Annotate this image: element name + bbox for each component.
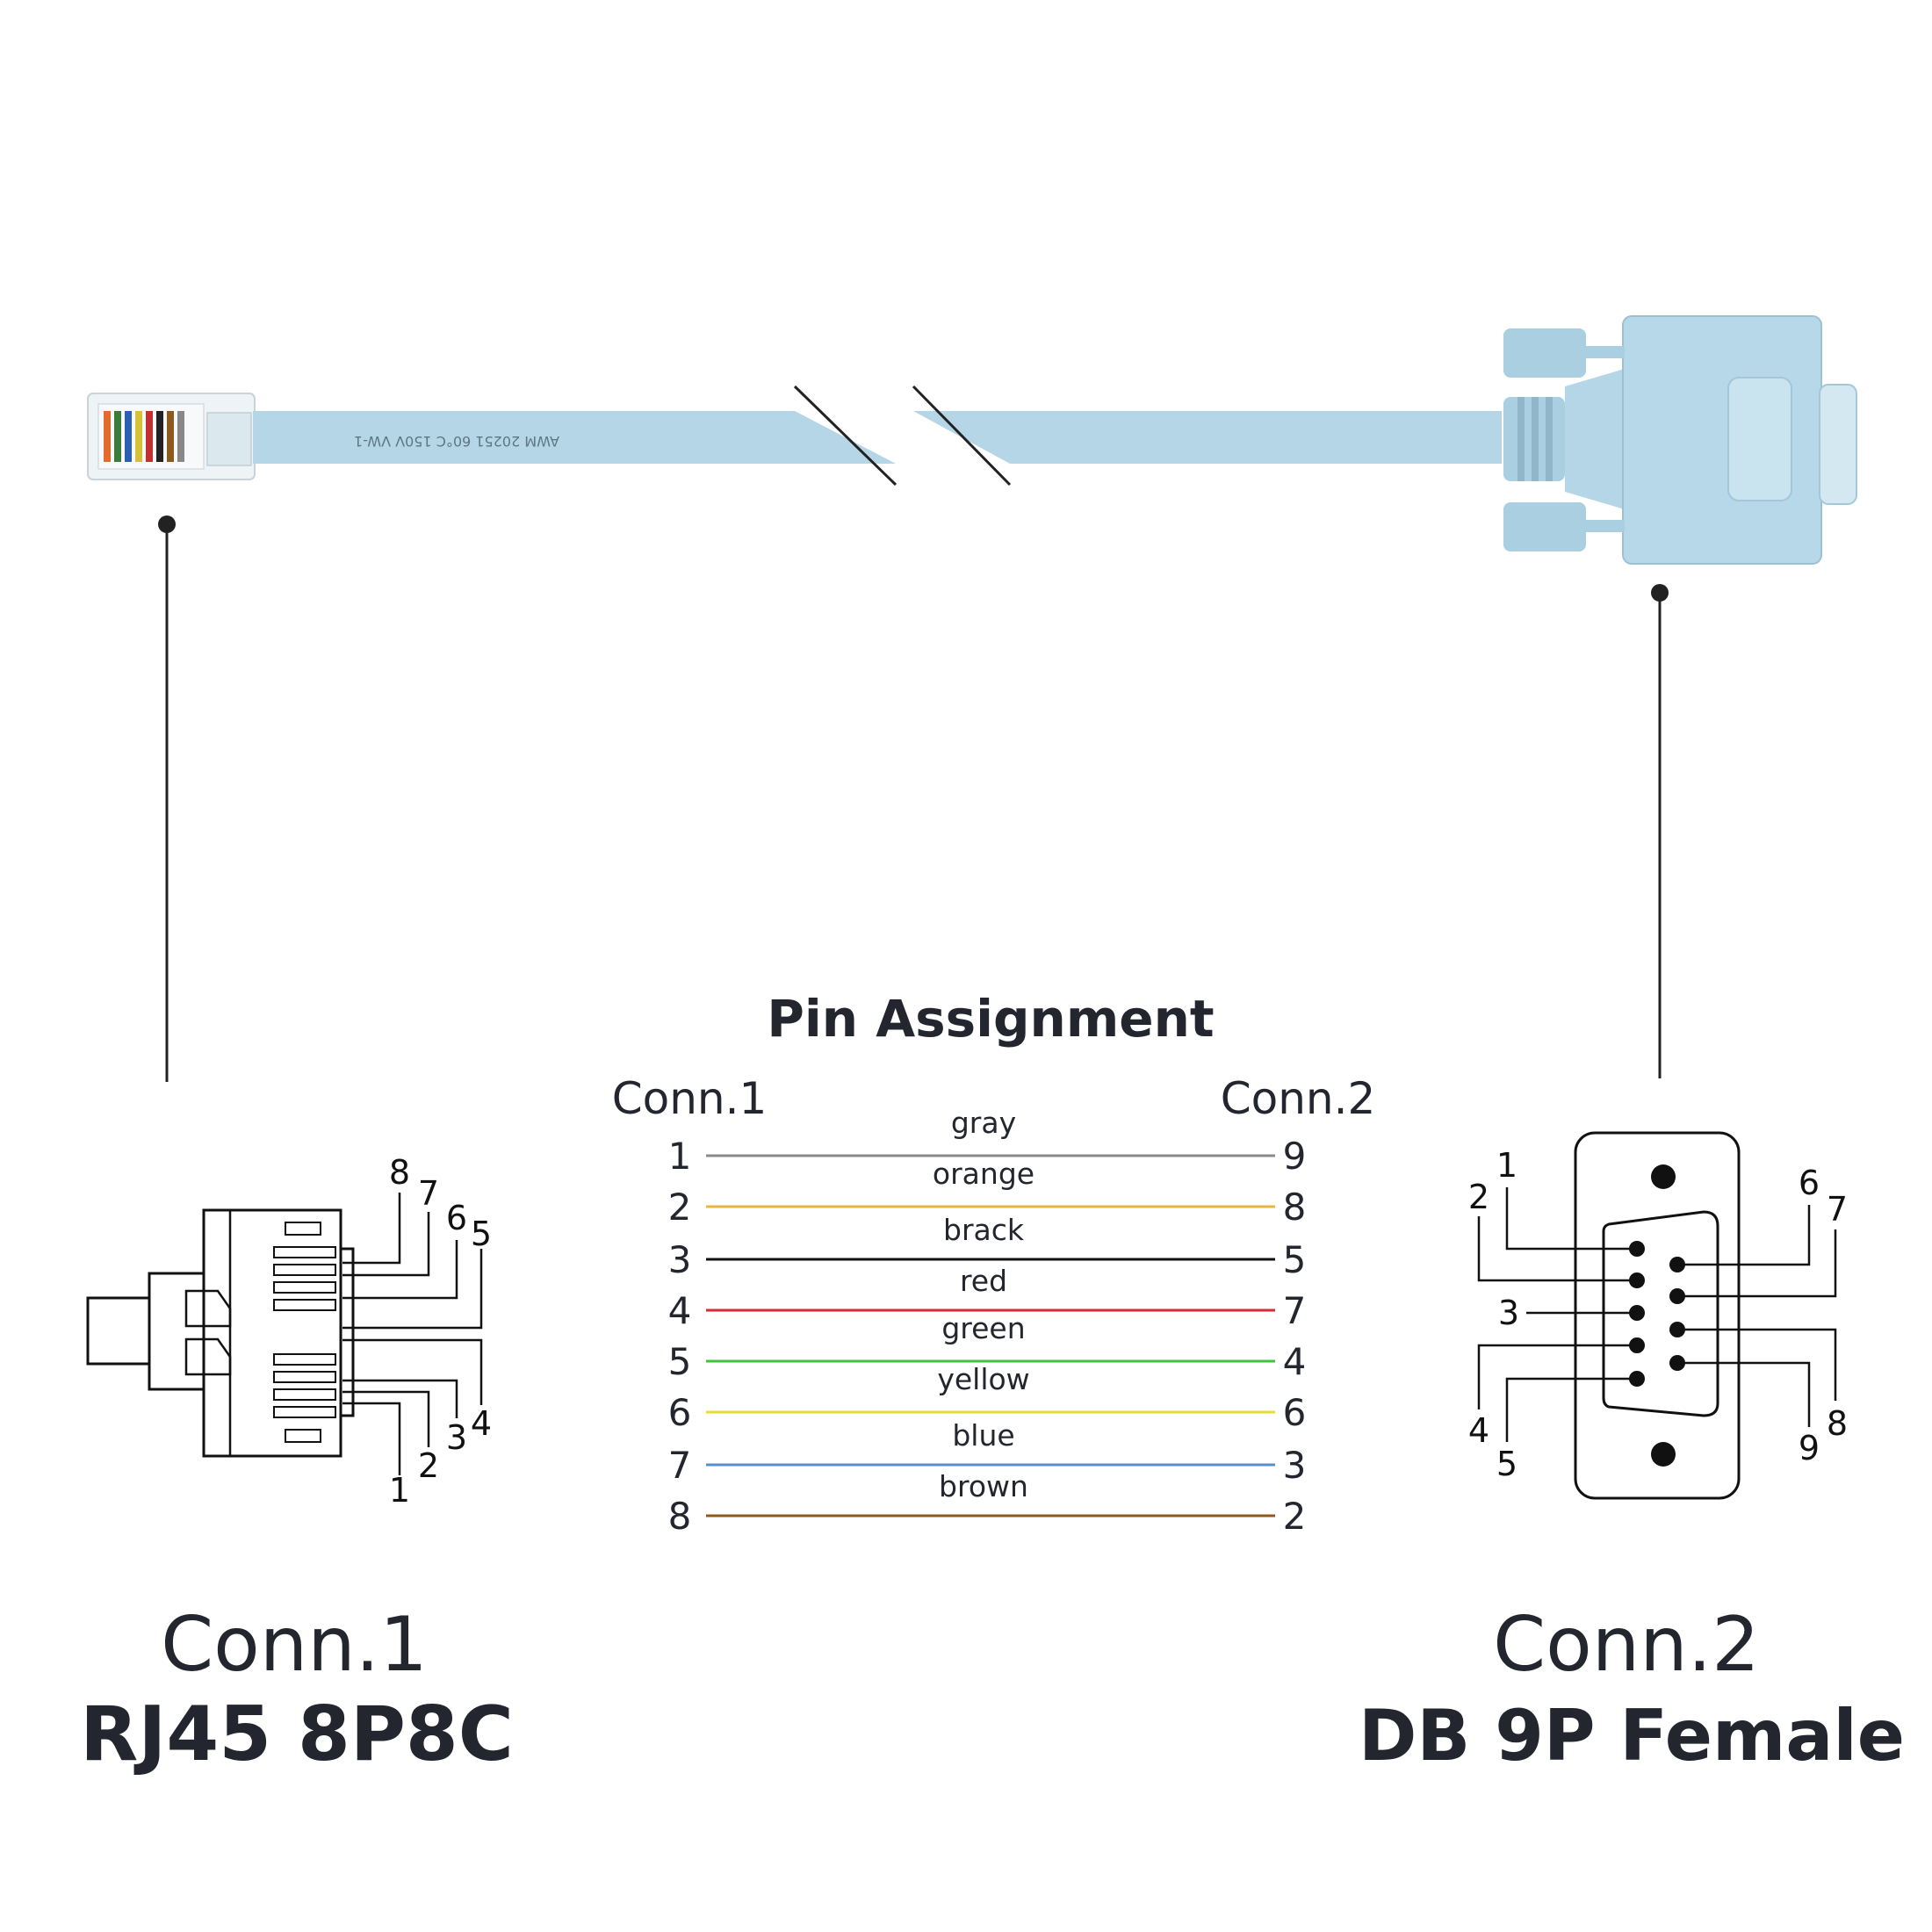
- right-column-header: Conn.2: [1221, 1073, 1376, 1124]
- rj45-pin-label-6: 6: [446, 1199, 467, 1237]
- left-column-header: Conn.1: [612, 1073, 768, 1124]
- db9-pin-label-5: 5: [1496, 1445, 1517, 1483]
- db9-pin-label-2: 2: [1468, 1178, 1489, 1216]
- pin-assignment: Pin Assignment Conn.1 Conn.2 1 9 gray 2 8 ora…: [612, 989, 1376, 1538]
- wire-rows: 1 9 gray 2 8 orange 3 5 brack 4 7 red 5 4 green 6 6 yello…: [668, 1106, 1307, 1538]
- wire-color-label: green: [941, 1311, 1025, 1345]
- db9-pin-label-7: 7: [1827, 1190, 1848, 1229]
- conn1-type: RJ45 8P8C: [80, 1690, 514, 1778]
- cable-illustration: AWM 20251 60°C 150V VW-1: [87, 315, 1857, 1082]
- conn2-name: Conn.2: [1493, 1601, 1760, 1689]
- db9-pin-label-9: 9: [1799, 1429, 1820, 1467]
- cable-print-text: AWM 20251 60°C 150V VW-1: [354, 433, 559, 450]
- wire-color-label: brack: [943, 1213, 1025, 1247]
- rj45-plug-image: [87, 393, 256, 480]
- wire-color-label: brown: [939, 1469, 1028, 1503]
- wire-color-label: orange: [933, 1157, 1034, 1191]
- conn2-pin-number: 7: [1283, 1289, 1307, 1332]
- rj45-pin-label-1: 1: [389, 1471, 410, 1510]
- wire-color-label: gray: [951, 1106, 1016, 1140]
- conn2-pin-number: 5: [1283, 1238, 1307, 1281]
- db9-pinout-drawing: 1 2 3 4 5 6 7 8 9: [1468, 1131, 1848, 1500]
- wire-color-label: blue: [952, 1418, 1014, 1453]
- db9-connector-image: [1503, 315, 1857, 565]
- conn1-pin-number: 8: [668, 1495, 692, 1538]
- conn1-pin-number: 1: [668, 1135, 692, 1178]
- conn1-pin-number: 3: [668, 1238, 692, 1281]
- rj45-pin-label-8: 8: [389, 1153, 410, 1192]
- db9-pin-label-4: 4: [1468, 1411, 1489, 1450]
- flat-cable: AWM 20251 60°C 150V VW-1: [253, 385, 1502, 487]
- conn2-pin-number: 3: [1283, 1444, 1307, 1487]
- conn2-pin-number: 8: [1283, 1186, 1307, 1229]
- conn1-pin-number: 6: [668, 1391, 692, 1434]
- rj45-pinout-drawing: 1 2 3 4 5 6 7 8: [86, 1153, 492, 1510]
- conn1-pin-number: 4: [668, 1289, 692, 1332]
- conn1-name: Conn.1: [161, 1601, 428, 1689]
- db9-pin-label-6: 6: [1799, 1164, 1820, 1202]
- wire-color-label: red: [960, 1264, 1007, 1298]
- connector-captions: Conn.1 RJ45 8P8C Conn.2 DB 9P Female: [80, 1601, 1905, 1778]
- conn2-type: DB 9P Female: [1359, 1695, 1905, 1777]
- db9-pin-label-3: 3: [1498, 1294, 1519, 1332]
- rj45-pin-label-7: 7: [418, 1174, 439, 1213]
- conn1-pin-number: 7: [668, 1444, 692, 1487]
- rj45-pin-label-2: 2: [418, 1446, 439, 1485]
- wire-color-label: yellow: [937, 1362, 1029, 1396]
- rj45-pin-label-5: 5: [471, 1215, 492, 1253]
- conn2-pin-number: 9: [1283, 1135, 1307, 1178]
- conn2-pin-number: 6: [1283, 1391, 1307, 1434]
- leader-lines: [158, 515, 1669, 1082]
- conn1-pin-number: 5: [668, 1340, 692, 1383]
- conn2-pin-number: 2: [1283, 1495, 1307, 1538]
- conn1-pin-number: 2: [668, 1186, 692, 1229]
- db9-pin-label-8: 8: [1827, 1404, 1848, 1443]
- pin-assignment-title: Pin Assignment: [767, 989, 1214, 1049]
- db9-pin-label-1: 1: [1496, 1146, 1517, 1185]
- conn2-pin-number: 4: [1283, 1340, 1307, 1383]
- rj45-pin-label-4: 4: [471, 1404, 492, 1443]
- rj45-pin-label-3: 3: [446, 1418, 467, 1457]
